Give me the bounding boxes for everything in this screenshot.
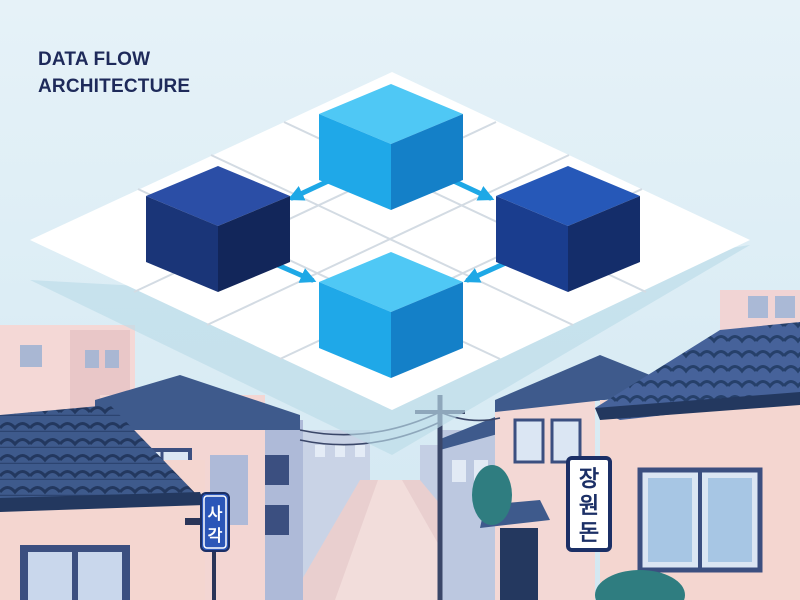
right-buildings xyxy=(438,322,800,600)
left-sign-char-1: 사 xyxy=(208,504,223,523)
right-shop-sign: 장 원 돈 xyxy=(566,456,612,552)
diagram-title-line-1: DATA FLOW xyxy=(38,49,151,70)
cube-left xyxy=(146,166,290,292)
left-street-sign: 사 각 xyxy=(185,492,230,600)
platform-surface xyxy=(30,72,750,410)
diagram-title: DATA FLOW ARCHITECTURE xyxy=(38,46,190,100)
diagram-title-line-2: ARCHITECTURE xyxy=(38,76,191,97)
right-sign-char-3: 돈 xyxy=(579,521,599,546)
left-sign-char-2: 각 xyxy=(208,526,223,545)
right-sign-char-2: 원 xyxy=(579,494,599,519)
right-sign-char-1: 장 xyxy=(579,467,599,492)
cube-bottom xyxy=(319,252,463,378)
cube-right xyxy=(496,166,640,292)
left-buildings xyxy=(0,375,303,600)
cube-top xyxy=(319,84,463,210)
